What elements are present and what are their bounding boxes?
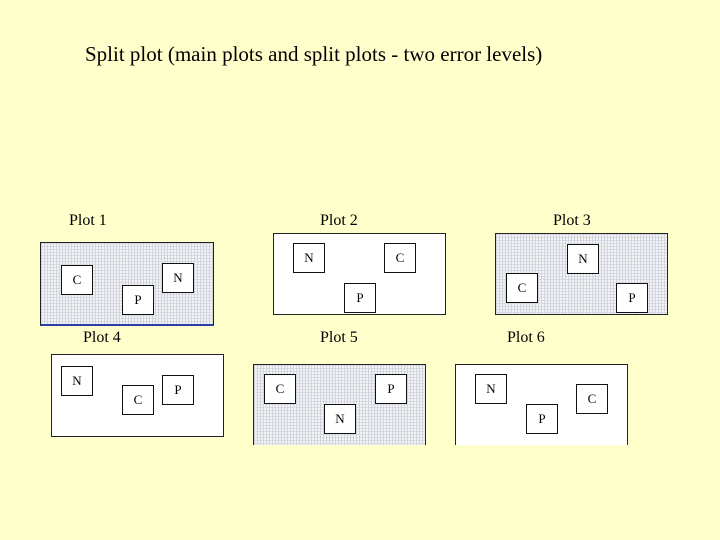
- plot-2-cell-3: P: [344, 283, 376, 313]
- plot-1-label: Plot 1: [69, 212, 107, 229]
- plot-1-cell-3: P: [122, 285, 154, 315]
- plot-4-cell-2: C: [122, 385, 154, 415]
- plot-5-cell-3: N: [324, 404, 356, 434]
- plot-3-label: Plot 3: [553, 212, 591, 229]
- plot-6-cell-1: N: [475, 374, 507, 404]
- plot-2-cell-1: N: [293, 243, 325, 273]
- plot-5-cell-1: C: [264, 374, 296, 404]
- plot-3-cell-2: C: [506, 273, 538, 303]
- plot-2-label: Plot 2: [320, 212, 358, 229]
- plot-4-label: Plot 4: [83, 329, 121, 346]
- plot-6-cell-2: C: [576, 384, 608, 414]
- plot-1-cell-1: C: [61, 265, 93, 295]
- plot-2-box: N C P: [273, 233, 446, 315]
- plot-1-cell-2: N: [162, 263, 194, 293]
- plot-4-box: N C P: [51, 354, 224, 437]
- plot-3-box: N C P: [495, 233, 668, 315]
- plot-3-cell-1: N: [567, 244, 599, 274]
- plot-6-box: N C P: [455, 364, 628, 445]
- plot-5-box: C P N: [253, 364, 426, 445]
- plot-1-box: C N P: [40, 242, 214, 326]
- plot-4-cell-1: N: [61, 366, 93, 396]
- plot-6-label: Plot 6: [507, 329, 545, 346]
- plot-5-label: Plot 5: [320, 329, 358, 346]
- plot-2-cell-2: C: [384, 243, 416, 273]
- diagram-title: Split plot (main plots and split plots -…: [85, 42, 543, 66]
- plot-4-cell-3: P: [162, 375, 194, 405]
- plot-5-cell-2: P: [375, 374, 407, 404]
- plot-3-cell-3: P: [616, 283, 648, 313]
- plot-6-cell-3: P: [526, 404, 558, 434]
